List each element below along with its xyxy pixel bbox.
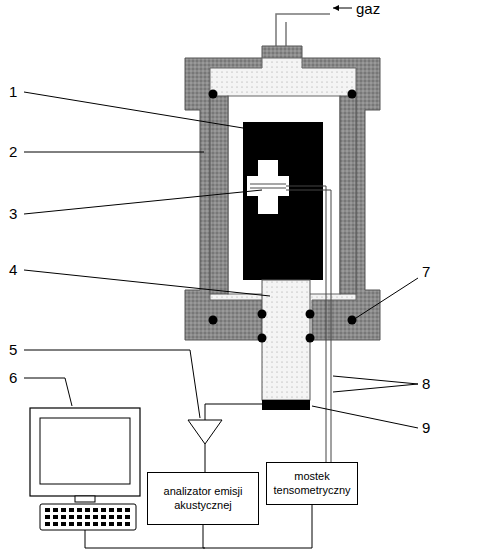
callout-number: 4 bbox=[9, 262, 17, 277]
callout-number: 8 bbox=[422, 376, 430, 391]
callout-number: 7 bbox=[422, 264, 430, 279]
callout-number: 5 bbox=[9, 342, 17, 357]
instrument-box: analizator emisji akustycznej bbox=[147, 472, 259, 525]
callout-number: 9 bbox=[422, 420, 430, 435]
box-label: mostek tensometryczny bbox=[273, 470, 351, 498]
callout-number: 3 bbox=[9, 206, 17, 221]
callout-number: 6 bbox=[9, 370, 17, 385]
gas-inlet-label: gaz bbox=[356, 1, 380, 16]
box-label: analizator emisji akustycznej bbox=[154, 485, 252, 513]
callout-number: 1 bbox=[9, 84, 17, 99]
instrument-box: mostek tensometryczny bbox=[266, 462, 358, 505]
callout-number: 2 bbox=[9, 144, 17, 159]
